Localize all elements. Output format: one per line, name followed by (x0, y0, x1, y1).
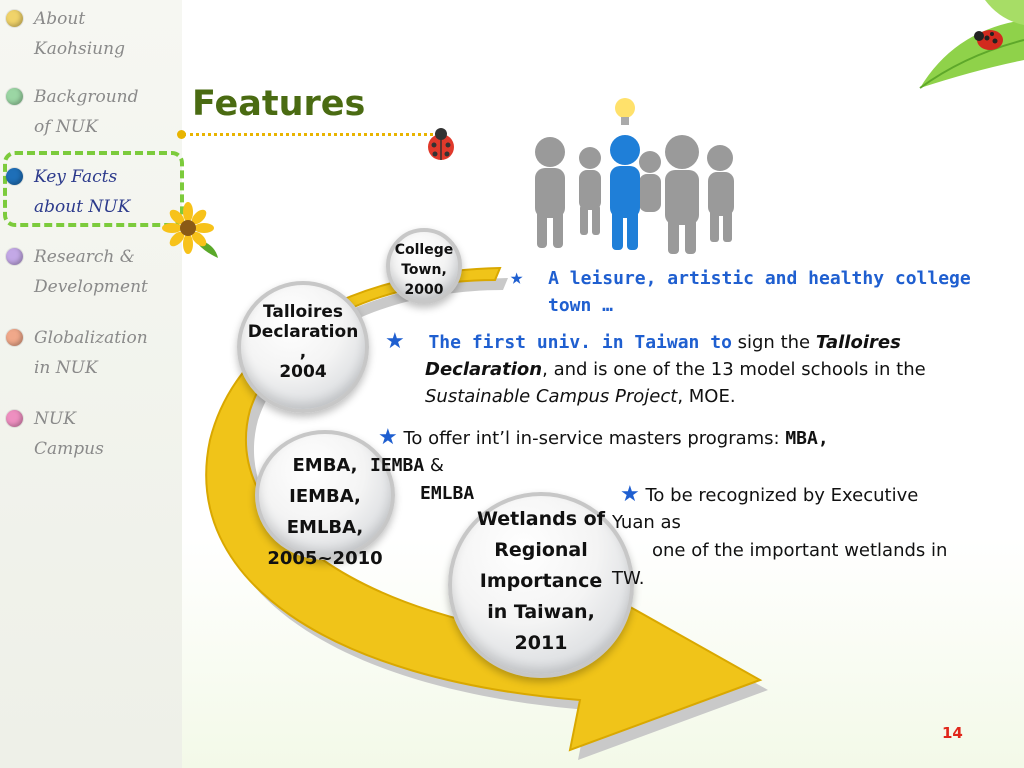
bullet-bold: MBA, (785, 428, 829, 449)
feature-bullet-programs-line2: IEMBA & (370, 452, 444, 479)
bullet-text: Yuan as (612, 512, 681, 533)
bullet-italic: Sustainable Campus Project (425, 386, 678, 407)
milestone-college-town-text: College Town, 2000 (394, 242, 454, 298)
page-number: 14 (942, 724, 963, 742)
milestone-college-town-bubble (386, 228, 462, 304)
page-title: Features (192, 84, 366, 124)
nav-bullet-icon (6, 10, 23, 27)
bullet-bold: EMLBA (420, 483, 475, 504)
milestone-wetlands-bubble (448, 492, 634, 678)
nav-label: Research & Development (34, 247, 148, 297)
bullet-text-cont: town … (548, 295, 614, 316)
people-illustration (535, 98, 734, 254)
feature-bullet-wetlands: ★ To be recognized by Executive (620, 481, 918, 509)
star-icon: ★ (378, 425, 398, 450)
active-nav-highlight (3, 151, 184, 227)
bullet-text: A leisure, artistic and healthy college (548, 268, 971, 289)
title-underline-dot (177, 130, 186, 139)
feature-bullet-college-town: ★ A leisure, artistic and healthy colleg… (510, 264, 971, 319)
bullet-lead: The first univ. in Taiwan to (428, 332, 732, 353)
bullet-bold: Declaration (425, 359, 543, 380)
sunflower-icon (162, 202, 218, 258)
bullet-text: TW. (612, 568, 645, 589)
nav-bullet-icon (6, 329, 23, 346)
feature-bullet-talloires: ★ The first univ. in Taiwan to sign the … (385, 328, 926, 410)
milestone-talloires-text: Talloires Declaration , 2004 (247, 302, 359, 382)
star-icon: ★ (510, 265, 524, 290)
bullet-text: To be recognized by Executive (645, 485, 919, 506)
nav-bullet-icon (6, 248, 23, 265)
bullet-text: To offer int’l in-service masters progra… (403, 428, 786, 449)
ladybug-icon (428, 128, 454, 160)
feature-bullet-wetlands-line3: one of the important wetlands in (652, 537, 947, 564)
nav-label: Background of NUK (34, 87, 139, 137)
bullet-text: & (424, 455, 444, 476)
milestone-talloires-bubble (237, 281, 369, 413)
bullet-text: , and is one of the 13 model schools in … (542, 359, 926, 380)
nav-bullet-icon (6, 88, 23, 105)
feature-bullet-wetlands-line4: TW. (612, 565, 644, 592)
title-underline (183, 133, 433, 136)
nav-label: About Kaohsiung (34, 9, 125, 59)
nav-label: NUK Campus (34, 409, 104, 459)
milestone-wetlands-text: Wetlands of Regional Importance in Taiwa… (477, 508, 605, 654)
nav-label: Globalization in NUK (34, 328, 148, 378)
feature-bullet-programs: ★ To offer int’l in-service masters prog… (378, 424, 829, 452)
bullet-bold: Talloires (815, 332, 901, 353)
nav-bullet-icon (6, 168, 23, 185)
bullet-text: , MOE. (677, 386, 736, 407)
sidebar-nav (0, 0, 182, 768)
star-icon: ★ (385, 329, 405, 354)
feature-bullet-wetlands-line2: Yuan as (612, 509, 681, 536)
feature-bullet-programs-line3: EMLBA (420, 480, 474, 507)
leaf-icon (919, 0, 1024, 89)
bullet-text: sign the (731, 332, 816, 353)
ladybug-icon (974, 30, 1003, 50)
nav-bullet-icon (6, 410, 23, 427)
milestone-emba-bubble (255, 430, 395, 560)
bullet-text: one of the important wetlands in (652, 540, 948, 561)
bullet-bold: IEMBA (370, 455, 425, 476)
nav-label: Key Facts about NUK (34, 167, 131, 217)
milestone-emba-text: EMBA, IEMBA, EMLBA, 2005~2010 (267, 455, 383, 569)
star-icon: ★ (620, 482, 640, 507)
